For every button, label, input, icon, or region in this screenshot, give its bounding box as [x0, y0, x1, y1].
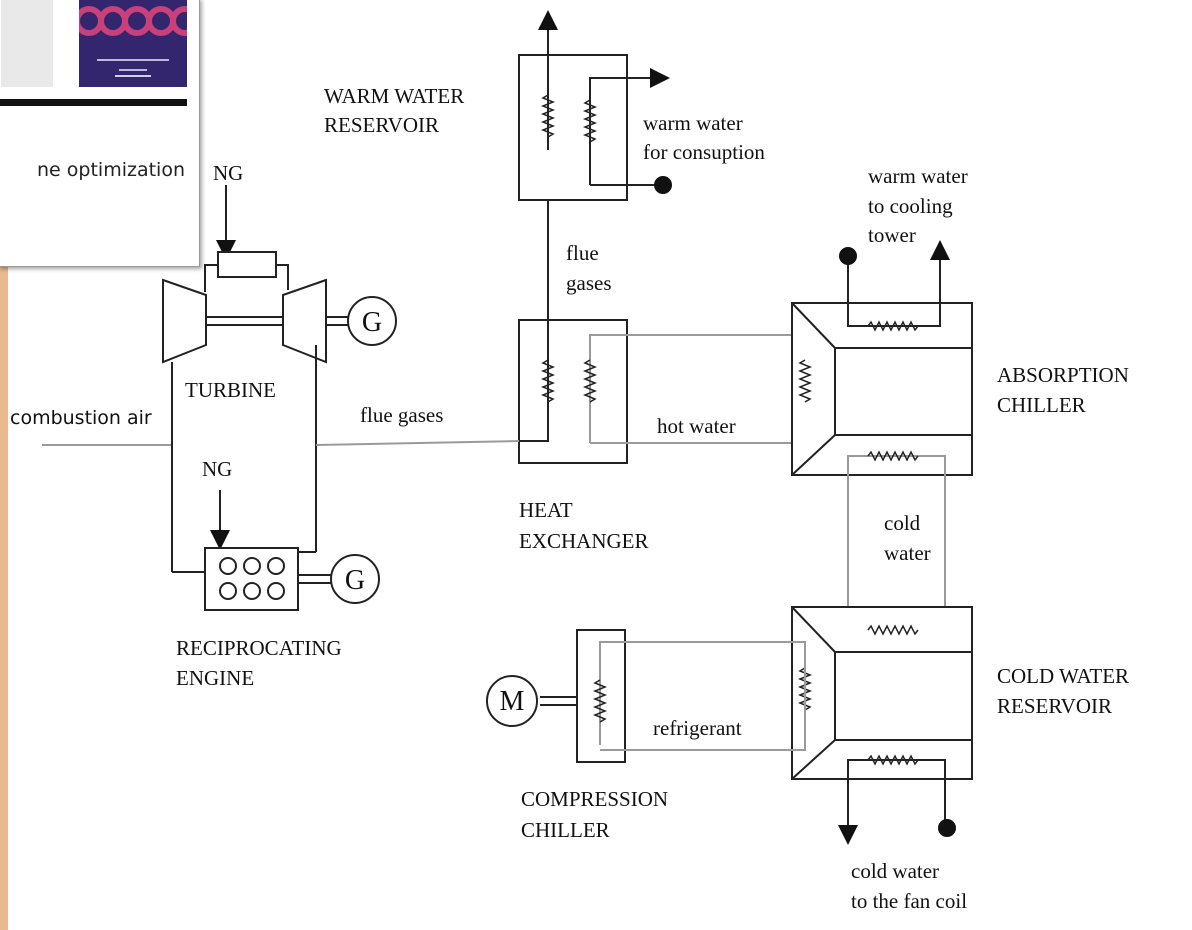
flue-gases-vertical-label-2: gases	[566, 271, 612, 295]
warm-water-inlet-dot	[654, 176, 672, 194]
combustor-right-pipe	[276, 265, 288, 290]
turbine-shape	[283, 280, 326, 362]
compression-chiller-label-2: CHILLER	[521, 818, 610, 842]
warm-water-cooling-tower-label-2: to cooling	[868, 194, 953, 218]
warm-water-consumption-label-1: warm water	[643, 111, 743, 135]
turbine-label: TURBINE	[185, 378, 276, 402]
cold-water-fan-coil-label-2: to the fan coil	[851, 889, 967, 913]
fan-coil-return-dot	[938, 819, 956, 837]
generator-top-label: G	[362, 307, 382, 338]
absorption-chiller-label-2: CHILLER	[997, 393, 1086, 417]
warm-water-reservoir-label-1: WARM WATER	[324, 84, 464, 108]
book-cover-thumbnail[interactable]	[79, 0, 187, 87]
cold-water-label-1: cold	[884, 511, 921, 535]
combustor-box	[218, 252, 276, 277]
refrigerant-label: refrigerant	[653, 716, 742, 740]
motor-label: M	[500, 686, 525, 717]
flue-gases-vertical-label-1: flue	[566, 241, 599, 265]
combustion-air-label: combustion air	[10, 407, 152, 429]
related-content-popup[interactable]: ne optimization	[0, 0, 200, 267]
flue-gases-to-heat-exchanger	[316, 441, 519, 445]
hot-water-label: hot water	[657, 414, 736, 438]
warm-water-cooling-tower-label-1: warm water	[868, 164, 968, 188]
generator-bottom-label: G	[345, 565, 365, 596]
popup-placeholder-thumbnail[interactable]	[1, 0, 53, 87]
compressor-shape	[163, 280, 206, 362]
cold-water-reservoir-label-2: RESERVOIR	[997, 694, 1112, 718]
warm-water-consumption-label-2: for consuption	[643, 140, 765, 164]
combustor-left-pipe	[205, 265, 218, 292]
flue-gases-horizontal-label: flue gases	[360, 403, 443, 427]
cooling-tower-inlet-dot	[839, 247, 857, 265]
absorption-chiller-label-1: ABSORPTION	[997, 363, 1129, 387]
popup-divider	[0, 99, 187, 106]
book-cover-art	[79, 0, 187, 87]
cold-water-label-2: water	[884, 541, 931, 565]
popup-caption-text: ne optimization	[37, 159, 185, 181]
cold-water-reservoir-label-1: COLD WATER	[997, 664, 1129, 688]
compression-chiller-label-1: COMPRESSION	[521, 787, 668, 811]
ng-bottom-label: NG	[202, 457, 232, 481]
warm-water-cooling-tower-label-3: tower	[868, 223, 916, 247]
ng-top-label: NG	[213, 161, 243, 185]
warm-water-reservoir-box	[519, 55, 627, 200]
reciprocating-engine-label-2: ENGINE	[176, 666, 254, 690]
warm-water-reservoir-label-2: RESERVOIR	[324, 113, 439, 137]
reciprocating-engine-label-1: RECIPROCATING	[176, 636, 342, 660]
heat-exchanger-label-2: EXCHANGER	[519, 529, 649, 553]
cold-water-fan-coil-label-1: cold water	[851, 859, 939, 883]
heat-exchanger-label-1: HEAT	[519, 498, 573, 522]
